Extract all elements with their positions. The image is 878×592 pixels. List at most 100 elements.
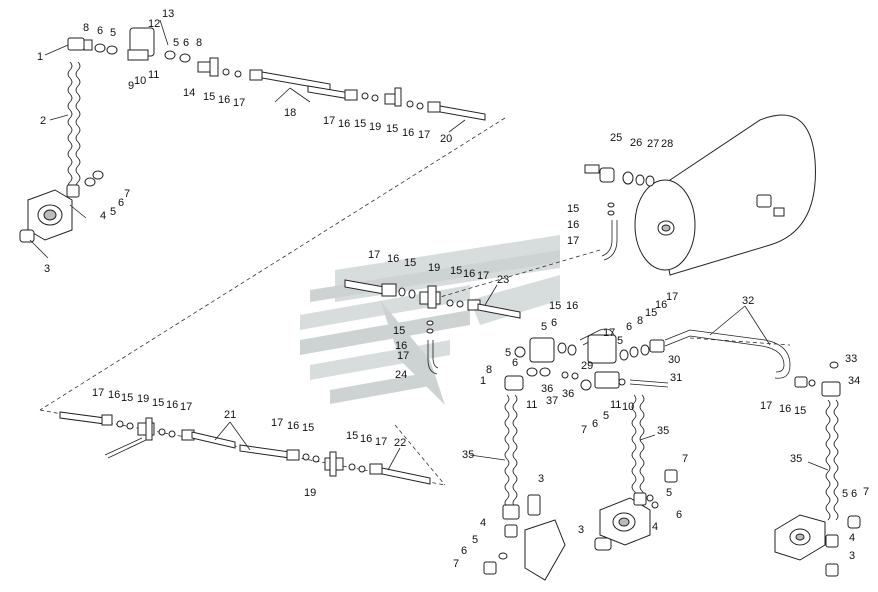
callout-17d: 17 (567, 235, 579, 247)
callout-6j: 6 (851, 488, 857, 500)
callout-17k: 17 (92, 387, 104, 399)
callout-37: 37 (546, 395, 558, 407)
callout-17m: 17 (271, 417, 283, 429)
callout-7c: 7 (682, 453, 688, 465)
callout-19d: 19 (304, 487, 316, 499)
callout-6e: 6 (626, 321, 632, 333)
callout-1b: 1 (480, 375, 486, 387)
callout-19: 19 (369, 121, 381, 133)
callout-5e: 5 (617, 335, 623, 347)
callout-17n: 17 (375, 436, 387, 448)
callout-2: 2 (40, 115, 46, 127)
callout-5c: 5 (110, 206, 116, 218)
callout-8d: 8 (486, 364, 492, 376)
callout-16c: 16 (402, 127, 414, 139)
callout-13: 13 (162, 8, 174, 20)
callout-16m: 16 (287, 420, 299, 432)
callout-8b: 8 (196, 37, 202, 49)
callout-6i: 6 (461, 545, 467, 557)
callout-21: 21 (224, 409, 236, 421)
callout-17i: 17 (666, 291, 678, 303)
callout-16e: 16 (387, 253, 399, 265)
hose-center-left (483, 394, 612, 581)
callout-31: 31 (670, 372, 682, 384)
callout-9: 9 (128, 80, 134, 92)
callout-6c: 6 (118, 197, 124, 209)
callout-27: 27 (647, 138, 659, 150)
callout-7e: 7 (863, 486, 869, 498)
callout-17: 17 (233, 97, 245, 109)
callout-16d: 16 (567, 219, 579, 231)
callout-4: 4 (100, 210, 106, 222)
top-left-assembly (19, 19, 191, 243)
callout-16b: 16 (338, 118, 350, 130)
callout-10b: 10 (622, 401, 634, 413)
callout-11c: 11 (610, 399, 621, 411)
callout-11b: 11 (526, 399, 537, 411)
callout-35b: 35 (657, 425, 669, 437)
callout-10: 10 (134, 75, 146, 87)
top-pipe-run (197, 57, 486, 121)
callout-26: 26 (630, 137, 642, 149)
callout-3d: 3 (849, 550, 855, 562)
callout-15f: 15 (450, 265, 462, 277)
callout-33: 33 (845, 353, 857, 365)
callout-11: 11 (148, 69, 159, 81)
callout-17f: 17 (477, 270, 489, 282)
callout-18: 18 (284, 107, 296, 119)
callout-16k: 16 (108, 389, 120, 401)
callout-16: 16 (218, 94, 230, 106)
callout-15k: 15 (121, 392, 133, 404)
callout-4c: 4 (652, 521, 658, 533)
callout-3b: 3 (538, 473, 544, 485)
callout-16l: 16 (166, 399, 178, 411)
callout-16f: 16 (463, 268, 475, 280)
callout-5b: 5 (173, 37, 179, 49)
callout-17c: 17 (418, 129, 430, 141)
center-assembly (344, 279, 521, 375)
callout-4b: 4 (480, 517, 486, 529)
callout-16j: 16 (779, 403, 791, 415)
center-right-valve-assembly (504, 328, 791, 391)
air-tank (584, 114, 816, 276)
callout-17e: 17 (368, 249, 380, 261)
callout-29: 29 (581, 360, 593, 372)
callout-28: 28 (661, 138, 673, 150)
callout-36b: 36 (562, 388, 574, 400)
callout-24: 24 (395, 369, 407, 381)
callout-15d: 15 (567, 203, 579, 215)
callout-1: 1 (37, 51, 43, 63)
callout-5f: 5 (505, 347, 511, 359)
callout-15m: 15 (302, 422, 314, 434)
callout-15j: 15 (794, 405, 806, 417)
callout-5d: 5 (541, 321, 547, 333)
callout-15: 15 (203, 91, 215, 103)
callout-34: 34 (848, 375, 860, 387)
callout-17h: 17 (603, 327, 615, 339)
callout-15n: 15 (346, 430, 358, 442)
callout-32: 32 (742, 295, 754, 307)
callout-16i: 16 (655, 299, 667, 311)
callout-6g: 6 (592, 418, 598, 430)
callout-15h: 15 (549, 300, 561, 312)
callout-labels: 1 8 6 5 12 13 5 6 8 9 10 11 2 14 15 16 1… (37, 8, 869, 570)
callout-4d: 4 (849, 532, 855, 544)
callout-15g: 15 (393, 325, 405, 337)
callout-15i: 15 (645, 307, 657, 319)
callout-14: 14 (183, 87, 195, 99)
callout-20: 20 (440, 133, 452, 145)
hose-right (774, 361, 861, 577)
callout-5: 5 (110, 27, 116, 39)
callout-6f: 6 (512, 357, 518, 369)
callout-3c: 3 (578, 524, 584, 536)
callout-36: 36 (541, 383, 553, 395)
callout-6d: 6 (551, 317, 557, 329)
lower-pipe-run (59, 411, 431, 485)
callout-5i: 5 (472, 534, 478, 546)
callout-3: 3 (44, 263, 50, 275)
callout-30: 30 (668, 354, 680, 366)
callout-22: 22 (394, 437, 406, 449)
callout-19c: 19 (137, 393, 149, 405)
callout-35c: 35 (790, 453, 802, 465)
